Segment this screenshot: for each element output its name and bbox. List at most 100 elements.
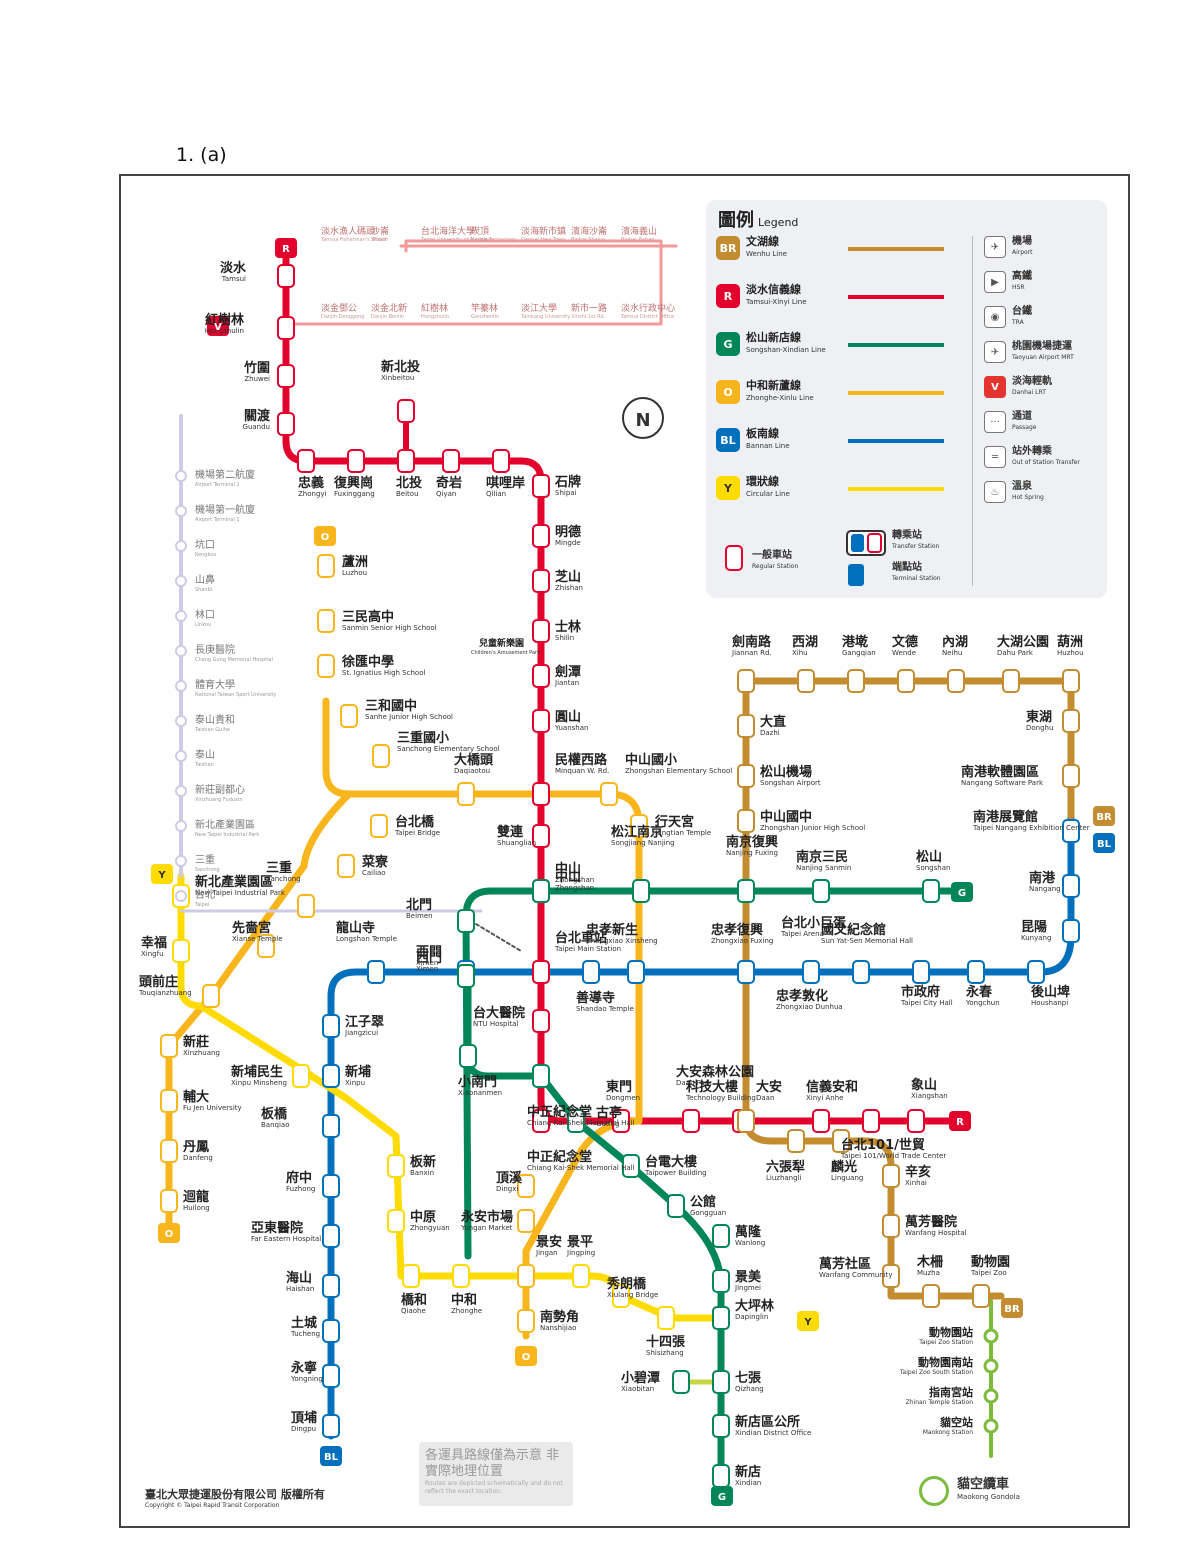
station-g07-marker[interactable] (667, 1194, 685, 1218)
station-o51-marker[interactable] (340, 704, 358, 728)
station-bl06-marker[interactable] (322, 1174, 340, 1198)
station-bl01-marker[interactable] (322, 1414, 340, 1438)
station-r02-marker[interactable] (907, 1109, 925, 1133)
station-o53-marker[interactable] (317, 609, 335, 633)
station-bl15-marker[interactable] (737, 960, 755, 984)
airport-station-marker[interactable] (175, 610, 187, 622)
station-r16-marker[interactable] (532, 619, 550, 643)
gondola-station-marker[interactable] (983, 1418, 999, 1434)
gondola-station-marker[interactable] (983, 1358, 999, 1374)
station-br13-marker[interactable] (737, 764, 755, 788)
station-r04-marker[interactable] (812, 1109, 830, 1133)
station-r17-marker[interactable] (532, 569, 550, 593)
station-y14-marker[interactable] (387, 1209, 405, 1233)
airport-station-marker[interactable] (175, 715, 187, 727)
station-r20-marker[interactable] (492, 449, 510, 473)
station-bl17-marker[interactable] (852, 960, 870, 984)
station-g06-marker[interactable] (712, 1224, 730, 1248)
station-o09-marker[interactable] (630, 814, 648, 838)
station-bl18-marker[interactable] (912, 960, 930, 984)
station-br06-marker[interactable] (832, 1129, 850, 1153)
station-g14-marker[interactable] (532, 879, 550, 903)
station-y08-marker[interactable] (657, 1306, 675, 1330)
station-o17-marker[interactable] (202, 984, 220, 1008)
station-g10-marker[interactable] (532, 1064, 550, 1088)
station-o20-marker[interactable] (160, 1139, 178, 1163)
station-o19-marker[interactable] (160, 1089, 178, 1113)
station-g01-marker[interactable] (712, 1464, 730, 1488)
station-o13-marker[interactable] (370, 814, 388, 838)
station-o01-marker[interactable] (517, 1309, 535, 1333)
station-r07-marker[interactable] (612, 1109, 630, 1133)
station-g19-marker[interactable] (922, 879, 940, 903)
station-o15-marker[interactable] (297, 894, 315, 918)
station-g09-marker[interactable] (567, 1109, 585, 1133)
station-o04-marker[interactable] (517, 1174, 535, 1198)
station-g15-marker[interactable] (632, 879, 650, 903)
station-r27-marker[interactable] (277, 316, 295, 340)
station-r13-marker[interactable] (532, 782, 550, 806)
station-br07-marker[interactable] (737, 1109, 755, 1133)
station-r25-marker[interactable] (277, 412, 295, 436)
station-g03-marker[interactable] (712, 1370, 730, 1394)
station-o50-marker[interactable] (372, 744, 390, 768)
station-br18-marker[interactable] (897, 669, 915, 693)
station-y13-marker[interactable] (402, 1264, 420, 1288)
airport-station-marker[interactable] (175, 470, 187, 482)
station-bl05-marker[interactable] (322, 1224, 340, 1248)
station-r06-marker[interactable] (682, 1109, 700, 1133)
station-br01-marker[interactable] (972, 1284, 990, 1308)
station-r09-marker[interactable] (532, 1009, 550, 1033)
station-g03a-marker[interactable] (672, 1370, 690, 1394)
station-r18-marker[interactable] (532, 524, 550, 548)
station-br15-marker[interactable] (737, 669, 755, 693)
station-r03-marker[interactable] (862, 1109, 880, 1133)
station-g12-marker[interactable] (457, 964, 475, 988)
airport-station-marker[interactable] (175, 575, 187, 587)
station-br19-marker[interactable] (947, 669, 965, 693)
station-br17-marker[interactable] (847, 669, 865, 693)
station-br14-marker[interactable] (737, 714, 755, 738)
station-r15-marker[interactable] (532, 664, 550, 688)
station-bl22-marker[interactable] (1062, 874, 1080, 898)
airport-station-marker[interactable] (175, 750, 187, 762)
station-r21-marker[interactable] (442, 449, 460, 473)
station-bl20-marker[interactable] (1027, 960, 1045, 984)
station-br02-marker[interactable] (922, 1284, 940, 1308)
station-g04-marker[interactable] (712, 1306, 730, 1330)
station-r26-marker[interactable] (277, 364, 295, 388)
station-br08-marker[interactable] (787, 1129, 805, 1153)
station-br04-marker[interactable] (882, 1214, 900, 1238)
airport-station-marker[interactable] (175, 855, 187, 867)
station-bl16-marker[interactable] (802, 960, 820, 984)
airport-station-marker[interactable] (175, 505, 187, 517)
airport-station-marker[interactable] (175, 820, 187, 832)
station-br21-marker[interactable] (1062, 669, 1080, 693)
station-br23-marker[interactable] (1062, 764, 1080, 788)
station-br16-marker[interactable] (797, 669, 815, 693)
station-bl03-marker[interactable] (322, 1319, 340, 1343)
station-bl13-marker[interactable] (582, 960, 600, 984)
station-br22-marker[interactable] (1062, 709, 1080, 733)
station-bl07-marker[interactable] (322, 1114, 340, 1138)
station-bl21-marker[interactable] (1062, 919, 1080, 943)
station-r08-marker[interactable] (532, 1109, 550, 1133)
airport-station-marker[interactable] (175, 785, 187, 797)
station-g16-marker[interactable] (737, 879, 755, 903)
station-o03-marker[interactable] (517, 1209, 535, 1233)
station-o52-marker[interactable] (317, 654, 335, 678)
station-o54-marker[interactable] (317, 554, 335, 578)
airport-station-marker[interactable] (175, 540, 187, 552)
station-g17-marker[interactable] (812, 879, 830, 903)
station-br20-marker[interactable] (1002, 669, 1020, 693)
station-y10-marker[interactable] (572, 1264, 590, 1288)
gondola-station-marker[interactable] (983, 1388, 999, 1404)
airport-station-marker[interactable] (175, 645, 187, 657)
station-r22-marker[interactable] (397, 449, 415, 473)
station-g08-marker[interactable] (622, 1154, 640, 1178)
station-r12-marker[interactable] (532, 824, 550, 848)
station-y19-marker[interactable] (172, 939, 190, 963)
station-o14-marker[interactable] (337, 854, 355, 878)
station-g11-marker[interactable] (459, 1044, 477, 1068)
station-g13-marker[interactable] (457, 909, 475, 933)
